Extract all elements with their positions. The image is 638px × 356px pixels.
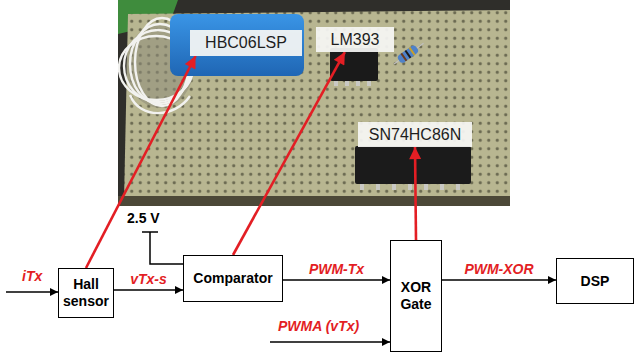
connector-layer — [86, 52, 556, 290]
callout-arrow — [415, 147, 416, 240]
signal-arrow — [283, 279, 390, 281]
node-text: Comparator — [187, 270, 279, 287]
process-box: Comparator — [183, 255, 283, 302]
node-text: SN74HC86N — [362, 125, 468, 144]
process-box: XOR Gate — [390, 240, 442, 352]
node-text: DSP — [560, 273, 630, 290]
signal-name: PWM-Tx — [309, 261, 364, 278]
resistor-symbol — [391, 40, 426, 68]
input-arrow — [270, 341, 390, 343]
reference-wire — [150, 232, 183, 264]
process-box: Hall sensor — [58, 268, 114, 318]
signal-name: vTx-s — [130, 271, 167, 288]
signal-name: PWM-XOR — [464, 261, 533, 278]
signal-arrow — [114, 289, 183, 291]
callout-arrow — [86, 56, 196, 268]
chip-pins — [334, 81, 371, 86]
signal-name: PWMA (vTx) — [278, 318, 359, 335]
voltage-label: 2.5 V — [127, 210, 160, 227]
node-text: Hall sensor — [62, 276, 110, 310]
input-arrow — [6, 291, 58, 293]
callout-arrow — [233, 52, 345, 255]
process-box: DSP — [556, 258, 634, 304]
component-label: LM393 — [316, 27, 394, 52]
signal-name: iTx — [22, 268, 42, 285]
node-text: LM393 — [320, 30, 390, 49]
component-label: SN74HC86N — [358, 122, 472, 147]
component-label: HBC06LSP — [190, 30, 302, 56]
chip-pins — [360, 184, 460, 190]
static-wires — [6, 232, 390, 342]
node-text: HBC06LSP — [194, 33, 298, 52]
board-edge — [118, 196, 510, 206]
xor-chip — [355, 146, 471, 184]
signal-arrow — [442, 279, 556, 281]
node-text: XOR Gate — [394, 279, 438, 313]
